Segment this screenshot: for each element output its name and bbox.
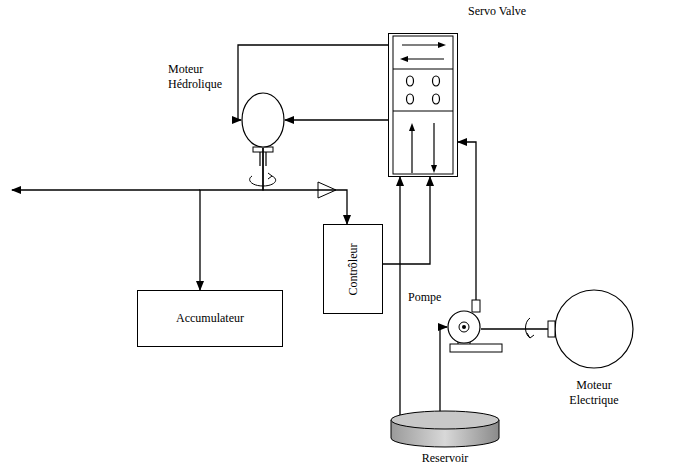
pump-outlet	[472, 300, 480, 312]
controller-box: Contrôleur	[323, 224, 383, 314]
part-label: Servo Valve	[468, 4, 558, 19]
hydraulic-line	[383, 177, 430, 264]
pump: Pompe	[447, 310, 481, 344]
accumulator-box: Accumulateur	[137, 290, 283, 347]
electric-motor: Moteur Electrique	[554, 289, 634, 369]
part-label: Reservoir	[395, 451, 495, 466]
pump-outline	[447, 310, 481, 344]
reservoir-outline	[390, 410, 500, 448]
part-label: Moteur Electrique	[556, 378, 632, 408]
pump-base	[450, 344, 502, 352]
hydraulic-line	[399, 177, 400, 418]
hydraulic-line	[263, 148, 347, 224]
motor-shaft	[259, 152, 260, 166]
part-label: Moteur Hédrolique	[168, 62, 234, 92]
hydraulic-line	[481, 328, 548, 329]
hydraulic-line	[200, 148, 263, 290]
box-label: Accumulateur	[176, 311, 244, 326]
output-line	[12, 189, 200, 190]
electric-motor-outline	[554, 289, 634, 369]
servo-valve: Servo Valve	[388, 33, 458, 177]
hydraulic-line	[440, 327, 447, 418]
hydraulic-line	[285, 119, 388, 120]
box-label: Contrôleur	[346, 243, 361, 295]
hydraulic-motor: Moteur Hédrolique	[241, 92, 285, 148]
hydraulic-line	[458, 142, 476, 300]
part-label: Pompe	[408, 290, 448, 305]
reservoir: Reservoir	[390, 410, 500, 448]
servo-valve-outline	[388, 33, 458, 177]
hydraulic-motor-outline	[241, 92, 285, 148]
